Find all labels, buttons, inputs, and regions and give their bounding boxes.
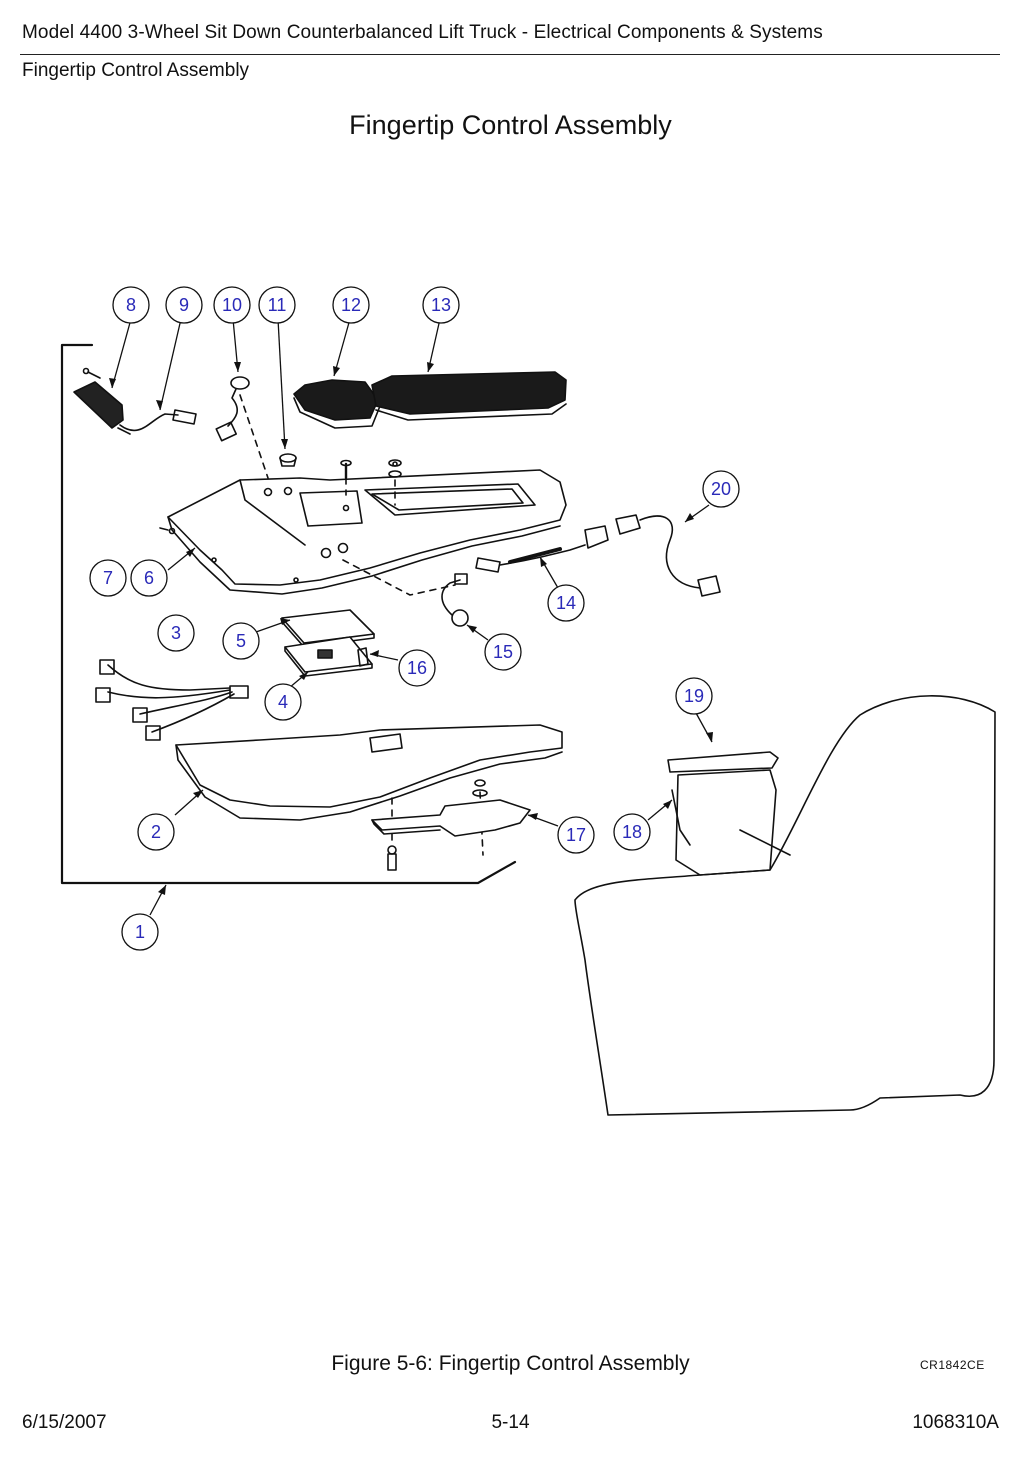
- callout-circle: [557, 816, 595, 854]
- callout-20: 20: [702, 470, 740, 508]
- console-cover-drawing: [167, 469, 567, 595]
- callout-circle: [130, 559, 168, 597]
- callout-number: 6: [144, 568, 154, 588]
- cable-harness-drawing: [475, 514, 721, 597]
- indicator-light-drawing: [441, 573, 469, 627]
- drawing-code: CR1842CE: [920, 1358, 985, 1372]
- callout-number: 20: [711, 479, 731, 499]
- armrest-pad-drawing: [293, 371, 567, 429]
- circuit-board-drawing: [281, 609, 375, 677]
- callout-number: 15: [493, 642, 513, 662]
- callout-circle: [137, 813, 175, 851]
- callout-number: 2: [151, 822, 161, 842]
- callout-10: 10: [213, 286, 251, 324]
- seat-drawing: [574, 695, 996, 1116]
- callout-circle: [89, 559, 127, 597]
- header-divider: [20, 54, 1000, 55]
- callout-14: 14: [547, 584, 585, 622]
- callout-circle: [484, 633, 522, 671]
- callout-circle: [157, 614, 195, 652]
- callout-circle: [213, 286, 251, 324]
- callout-19: 19: [675, 677, 713, 715]
- callout-number: 4: [278, 692, 288, 712]
- callout-4: 4: [264, 683, 302, 721]
- callout-13: 13: [422, 286, 460, 324]
- callout-circle: [547, 584, 585, 622]
- screw-drawing: [159, 527, 176, 535]
- callout-9: 9: [165, 286, 203, 324]
- callout-17: 17: [557, 816, 595, 854]
- header-title: Model 4400 3-Wheel Sit Down Counterbalan…: [22, 22, 823, 43]
- header-section: Fingertip Control Assembly: [22, 60, 250, 81]
- callout-number: 14: [556, 593, 576, 613]
- callout-15: 15: [484, 633, 522, 671]
- footer-document-number: 1068310A: [912, 1412, 999, 1433]
- callout-number: 16: [407, 658, 427, 678]
- callout-18: 18: [613, 813, 651, 851]
- callout-circle: [165, 286, 203, 324]
- callout-6: 6: [130, 559, 168, 597]
- callout-number: 12: [341, 295, 361, 315]
- callout-circle: [398, 649, 436, 687]
- callout-number: 13: [431, 295, 451, 315]
- callout-8: 8: [112, 286, 150, 324]
- assembly-bracket: [60, 343, 517, 885]
- callout-number: 1: [135, 922, 145, 942]
- callout-11: 11: [258, 286, 296, 324]
- callout-circle: [422, 286, 460, 324]
- callout-number: 18: [622, 822, 642, 842]
- callout-16: 16: [398, 649, 436, 687]
- callout-7: 7: [89, 559, 127, 597]
- callout-12: 12: [332, 286, 370, 324]
- base-tray-drawing: [175, 724, 563, 821]
- callout-circle: [121, 913, 159, 951]
- callout-number: 9: [179, 295, 189, 315]
- callout-1: 1: [121, 913, 159, 951]
- figure-caption: Figure 5-6: Fingertip Control Assembly: [331, 1352, 690, 1375]
- footer-page-number: 5-14: [491, 1412, 530, 1433]
- plug-harness-drawing: [215, 376, 250, 442]
- callout-number: 8: [126, 295, 136, 315]
- callout-number: 7: [103, 568, 113, 588]
- wire-harness-drawing: [95, 659, 249, 741]
- callout-number: 3: [171, 623, 181, 643]
- callout-number: 11: [268, 295, 287, 315]
- callout-circle: [332, 286, 370, 324]
- callout-circle: [222, 622, 260, 660]
- callout-3: 3: [157, 614, 195, 652]
- callout-number: 17: [566, 825, 586, 845]
- callout-circle: [112, 286, 150, 324]
- callout-circle: [675, 677, 713, 715]
- switch-harness-drawing: [73, 367, 197, 435]
- callout-number: 19: [684, 686, 704, 706]
- callout-circle: [613, 813, 651, 851]
- callout-circle: [702, 470, 740, 508]
- callout-circle: [258, 286, 296, 324]
- callout-5: 5: [222, 622, 260, 660]
- page-heading: Fingertip Control Assembly: [349, 110, 672, 140]
- grommet-drawing: [279, 453, 402, 480]
- mounting-bracket-drawing: [371, 779, 531, 871]
- callout-number: 5: [236, 631, 246, 651]
- callout-2: 2: [137, 813, 175, 851]
- callout-number: 10: [222, 295, 242, 315]
- callout-circle: [264, 683, 302, 721]
- footer-date: 6/15/2007: [22, 1412, 107, 1433]
